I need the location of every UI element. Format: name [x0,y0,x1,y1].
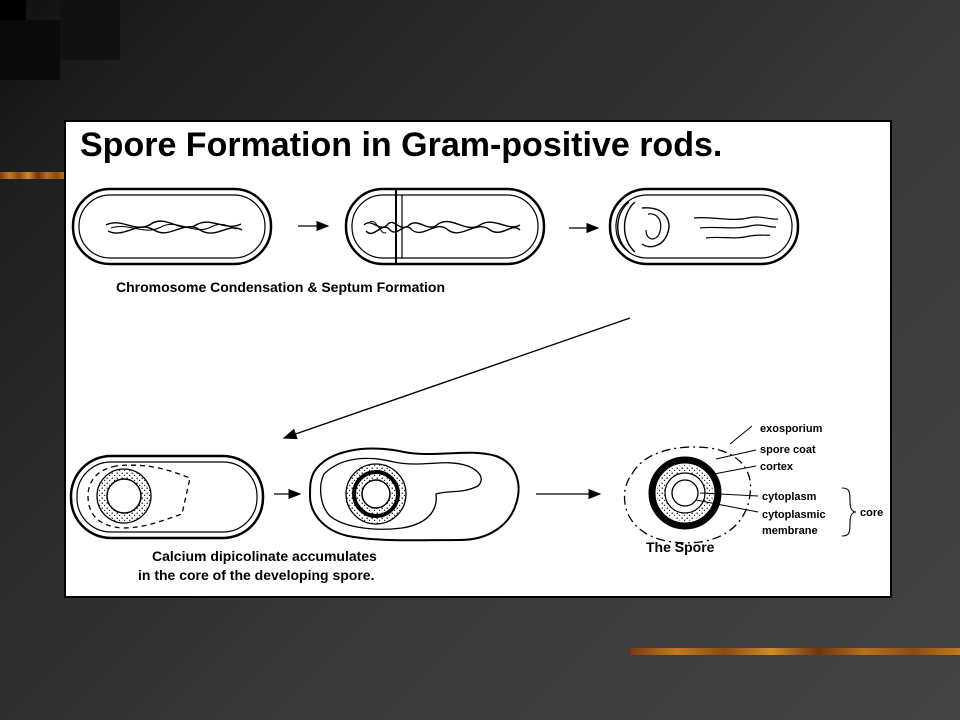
arrow-diagonal [282,317,631,440]
cell-stage-1 [71,187,273,266]
label-cytoplasmic: cytoplasmic [762,509,826,521]
caption-calcium-line-2: in the core of the developing spore. [138,567,374,583]
caption-chromosome-septum: Chromosome Condensation & Septum Formati… [116,279,445,295]
label-cytoplasm: cytoplasm [762,491,817,503]
label-cortex: cortex [760,461,794,473]
title-rest: in Gram-positive rods. [352,126,723,164]
part-pointer-lines [695,425,759,513]
title-strong: Spore Formation [80,126,353,164]
spore-formation-diagram: Chromosome Condensation & Septum Formati… [69,187,883,583]
diagram-title: Spore Formation in Gram-positive rods. [80,126,722,165]
label-membrane: membrane [762,525,818,537]
accent-stripe-left [0,172,66,179]
label-spore-coat: spore coat [760,444,816,456]
corner-decoration [0,0,26,20]
diagram-panel: Spore Formation in Gram-positive rods. [64,120,892,598]
corner-decoration [0,20,60,80]
cell-stage-4 [69,454,265,540]
corner-decoration [60,0,120,60]
mature-spore [623,446,752,544]
label-core: core [860,507,883,519]
cell-stage-5 [308,447,520,542]
caption-calcium-line-1: Calcium dipicolinate accumulates [152,548,377,564]
core-brace [841,487,857,537]
cell-stage-3 [608,187,800,266]
accent-stripe-right [630,648,960,655]
caption-the-spore: The Spore [646,539,715,555]
label-exosporium: exosporium [760,423,823,435]
cell-stage-2 [344,187,546,266]
